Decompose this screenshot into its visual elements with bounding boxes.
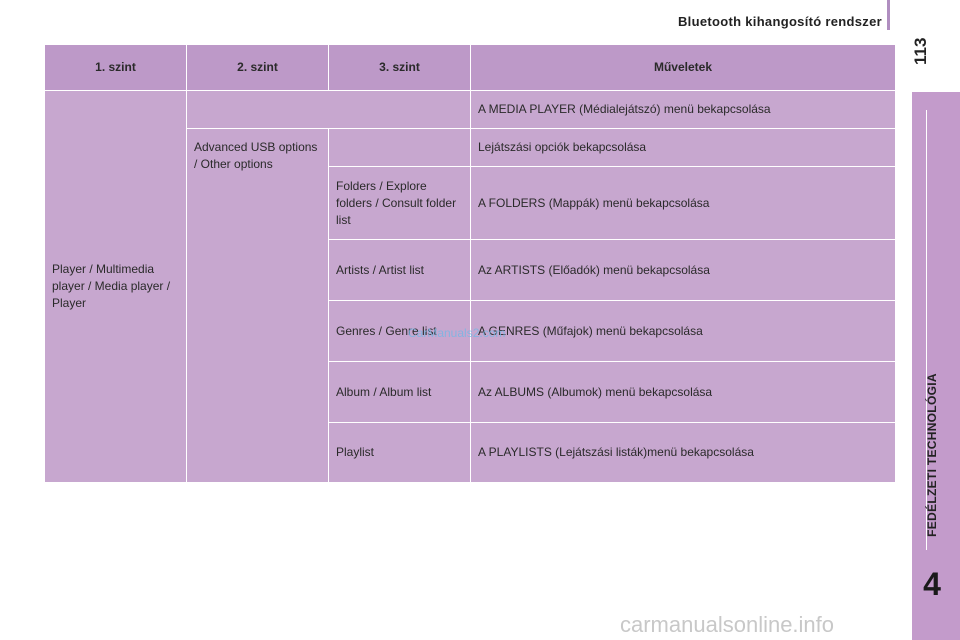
action-cell-albums: Az ALBUMS (Albumok) menü bekapcsolása — [471, 362, 895, 422]
level3-cell-playlist: Playlist — [329, 423, 470, 482]
chapter-number: 4 — [923, 566, 941, 602]
action-cell-playback-options: Lejátszási opciók bekapcsolása — [471, 129, 895, 166]
running-header-title: Bluetooth kihangosító rendszer — [677, 14, 882, 29]
level2-cell: Advanced USB options / Other options — [187, 129, 328, 482]
action-cell-artists: Az ARTISTS (Előadók) menü bekapcsolása — [471, 240, 895, 300]
header-level-3: 3. szint — [329, 45, 470, 90]
watermark-footer: carmanualsonline.info — [620, 612, 835, 637]
header-level-1: 1. szint — [45, 45, 186, 90]
menu-level-table: 1. szint 2. szint 3. szint Műveletek Pla… — [45, 45, 895, 482]
action-cell-media-player: A MEDIA PLAYER (Médialejátszó) menü beka… — [471, 91, 895, 128]
action-cell-genres: A GENRES (Műfajok) menü bekapcsolása — [471, 301, 895, 361]
level3-cell-artists: Artists / Artist list — [329, 240, 470, 300]
side-tab-divider — [926, 110, 927, 550]
level3-empty-cell — [329, 129, 470, 166]
level3-cell-albums: Album / Album list — [329, 362, 470, 422]
header-actions: Műveletek — [471, 45, 895, 90]
action-cell-folders: A FOLDERS (Mappák) menü bekapcsolása — [471, 167, 895, 239]
chapter-side-tab — [912, 92, 960, 640]
level1-cell: Player / Multimedia player / Media playe… — [45, 91, 186, 482]
level3-cell-folders: Folders / Explore folders / Consult fold… — [329, 167, 470, 239]
chapter-label-text: FEDÉLZETI TECHNOLÓGIA — [925, 373, 939, 537]
level3-cell-genres: Genres / Genre list — [329, 301, 470, 361]
action-cell-playlist: A PLAYLISTS (Lejátszási listák)menü beka… — [471, 423, 895, 482]
page-number: 113 — [911, 37, 930, 65]
level2-empty-cell — [187, 91, 470, 128]
header-divider — [887, 0, 890, 30]
header-level-2: 2. szint — [187, 45, 328, 90]
watermark-center: CarManuals2.com — [408, 326, 506, 340]
